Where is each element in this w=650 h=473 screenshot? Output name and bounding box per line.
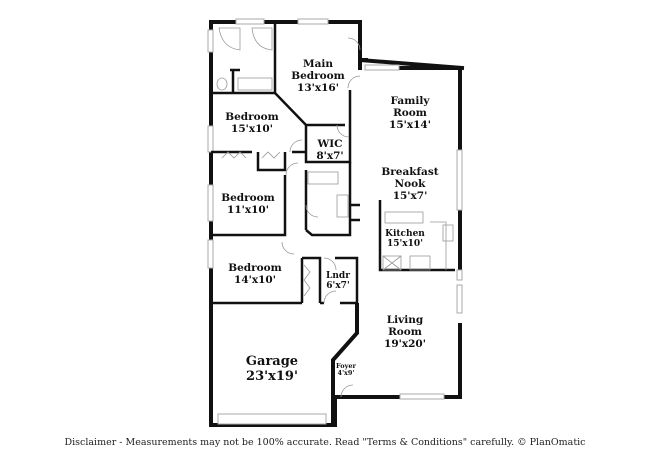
room-main-bedroom: Main Bedroom 13'x16' bbox=[291, 58, 345, 94]
room-size: 11'x10' bbox=[227, 204, 269, 217]
room-name: Foyer bbox=[336, 362, 356, 370]
room-name: Garage bbox=[245, 354, 299, 369]
doors bbox=[221, 37, 361, 398]
room-size: 6'x7' bbox=[326, 281, 350, 292]
room-name: Room bbox=[388, 326, 422, 339]
room-name: Breakfast bbox=[381, 166, 439, 178]
room-name: Bedroom bbox=[221, 192, 275, 204]
room-name: Nook bbox=[394, 178, 426, 191]
room-foyer: Foyer 4'x9' bbox=[336, 362, 356, 378]
fixtures bbox=[216, 27, 454, 271]
interior-walls bbox=[211, 22, 455, 305]
disclaimer-text: Disclaimer - Measurements may not be 100… bbox=[64, 437, 586, 448]
room-breakfast-nook: Breakfast Nook 15'x7' bbox=[381, 166, 438, 202]
room-bedroom-11x10: Bedroom 11'x10' bbox=[221, 192, 275, 216]
room-size: 4'x9' bbox=[337, 369, 355, 378]
room-name: WIC bbox=[317, 138, 343, 150]
room-size: 19'x20' bbox=[384, 338, 426, 351]
room-size: 15'x10' bbox=[231, 123, 273, 136]
room-name: Living bbox=[386, 314, 424, 326]
room-laundry: Lndr 6'x7' bbox=[326, 271, 350, 292]
room-living-room: Living Room 19'x20' bbox=[384, 314, 426, 350]
room-name: Room bbox=[393, 107, 427, 120]
room-size: 13'x16' bbox=[297, 82, 339, 95]
room-kitchen: Kitchen 15'x10' bbox=[385, 229, 425, 250]
room-name: Kitchen bbox=[385, 229, 425, 239]
room-family-room: Family Room 15'x14' bbox=[389, 95, 431, 131]
room-name: Family bbox=[390, 95, 430, 107]
room-name: Bedroom bbox=[225, 111, 279, 123]
room-size: 15'x14' bbox=[389, 119, 431, 132]
room-name: Bedroom bbox=[291, 70, 345, 83]
room-name: Main bbox=[302, 58, 334, 70]
room-size: 15'x7' bbox=[392, 190, 428, 203]
room-size: 15'x10' bbox=[387, 239, 423, 250]
room-name: Lndr bbox=[326, 271, 350, 281]
room-size: 8'x7' bbox=[316, 150, 344, 163]
room-name: Bedroom bbox=[228, 262, 282, 274]
room-garage: Garage 23'x19' bbox=[245, 354, 299, 385]
room-size: 14'x10' bbox=[234, 274, 276, 287]
room-size: 23'x19' bbox=[246, 368, 298, 384]
room-wic: WIC 8'x7' bbox=[316, 138, 343, 162]
room-bedroom-14x10: Bedroom 14'x10' bbox=[228, 262, 282, 286]
room-bedroom-15x10: Bedroom 15'x10' bbox=[225, 111, 279, 135]
windows bbox=[207, 18, 463, 425]
